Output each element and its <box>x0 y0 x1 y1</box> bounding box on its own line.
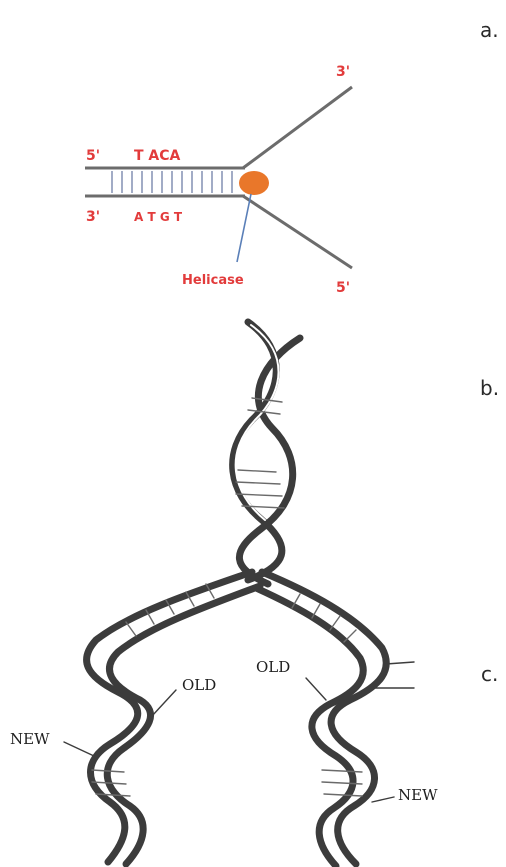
left-old-leader <box>152 690 176 716</box>
fork-end-top-left: 5' <box>86 148 100 164</box>
left-arm-strand-outer <box>87 572 252 862</box>
left-new-label: NEW <box>10 730 50 748</box>
parent-strand-2 <box>239 338 300 584</box>
helicase-enzyme <box>239 171 269 195</box>
right-new-label: NEW <box>398 786 438 804</box>
fork-end-bottom-left: 3' <box>86 209 100 225</box>
right-daughter-arm <box>256 572 414 866</box>
double-helix-illustration <box>64 322 414 866</box>
separated-strand-upper <box>243 87 352 168</box>
left-daughter-arm <box>87 572 260 864</box>
right-old-leader <box>306 678 326 700</box>
right-arm-pointer-1 <box>386 662 414 664</box>
right-old-label: OLD <box>256 658 290 676</box>
helicase-pointer-line <box>237 194 251 262</box>
parent-helix <box>233 322 300 584</box>
fork-sequence-top: T ACA <box>134 148 181 164</box>
base-pair-rungs <box>112 171 232 193</box>
fork-end-bottom-right: 5' <box>336 280 350 296</box>
right-new-leader <box>372 797 394 802</box>
left-new-leader <box>64 742 94 756</box>
fork-sequence-bottom: A T G T <box>134 210 183 224</box>
fork-end-top-right: 3' <box>336 64 350 80</box>
separated-strand-lower <box>243 196 352 268</box>
helicase-label: Helicase <box>182 273 244 288</box>
left-old-label: OLD <box>182 676 216 694</box>
replication-fork-diagram: 5' T ACA 3' A T G T 3' 5' Helicase <box>85 64 352 296</box>
right-arm-strand-inner <box>256 588 363 866</box>
